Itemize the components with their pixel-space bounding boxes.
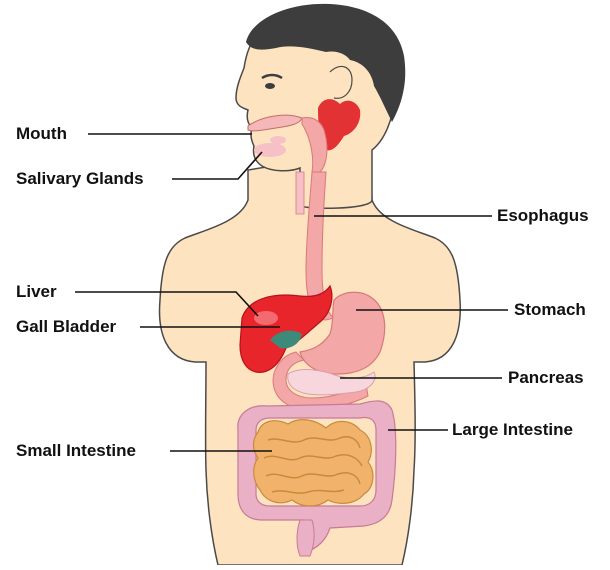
liver-highlight — [254, 311, 278, 325]
label-gall-bladder: Gall Bladder — [16, 317, 116, 337]
label-mouth: Mouth — [16, 124, 67, 144]
label-esophagus: Esophagus — [497, 206, 589, 226]
label-salivary-glands: Salivary Glands — [16, 169, 144, 189]
label-liver: Liver — [16, 282, 57, 302]
eye — [265, 83, 275, 89]
small-intestine — [254, 420, 373, 506]
trachea — [296, 172, 304, 214]
label-large-intestine: Large Intestine — [452, 420, 573, 440]
label-small-intestine: Small Intestine — [16, 441, 136, 461]
label-stomach: Stomach — [514, 300, 586, 320]
label-pancreas: Pancreas — [508, 368, 584, 388]
rectum — [297, 520, 314, 556]
salivary-gland-upper — [270, 136, 286, 144]
